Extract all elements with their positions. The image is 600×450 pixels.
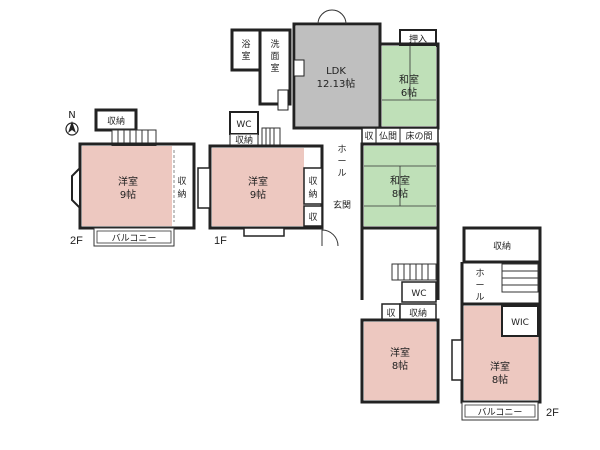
hall-label-1f-2: ー	[337, 157, 346, 167]
compass-north-label: N	[68, 110, 75, 121]
north-compass-icon: N	[65, 110, 79, 136]
lower-room-size: 8帖	[392, 359, 408, 372]
ldk-room	[296, 26, 380, 128]
floor-label-center-1f: 1F	[214, 235, 227, 247]
wc-lower-label: WC	[411, 289, 426, 299]
storage-1f-small-label: 収納	[235, 134, 253, 146]
right2f-storage-label: 収納	[493, 240, 511, 252]
washitsu8-size: 8帖	[392, 187, 408, 200]
left2f-storage-label: 収納	[107, 115, 125, 127]
floor-label-right-2f: 2F	[546, 407, 559, 419]
wc-1f-label: WC	[236, 120, 251, 130]
right2f-hall-3: ル	[475, 293, 484, 303]
lower-room-name: 洋室	[390, 346, 410, 359]
right2f-balcony	[461, 401, 539, 421]
right2f-balcony-label: バルコニー	[478, 407, 523, 418]
bath-label-2: 室	[241, 50, 250, 62]
washitsu-6	[382, 46, 436, 126]
left2f-closet-label-2: 納	[177, 188, 186, 200]
center1f-closet-1: 収	[308, 175, 317, 187]
left2f-room-name: 洋室	[118, 175, 138, 188]
left2f-western-room	[82, 146, 174, 226]
washroom-label-2: 面	[270, 51, 279, 62]
floor-label-left-2f: 2F	[70, 235, 83, 247]
left2f-closet	[172, 146, 192, 226]
ldk-size: 12.13帖	[317, 77, 356, 90]
center1f-closet-2: 納	[308, 188, 317, 200]
shu-label-b: 収	[308, 211, 317, 223]
washitsu6-size: 6帖	[401, 86, 417, 99]
washroom	[258, 28, 292, 106]
washitsu8-label: 和室	[390, 174, 410, 187]
right2f-room-size: 8帖	[492, 373, 508, 386]
storage-lower-label: 収納	[409, 307, 427, 319]
right2f-room-name: 洋室	[490, 360, 510, 373]
hall-label-1f-3: ル	[337, 169, 346, 179]
shu-label-c: 収	[386, 307, 395, 319]
ldk-label: LDK	[326, 66, 346, 77]
left-2f-plan: 収納 バルコニー 洋室 9帖 収 納 2F	[70, 108, 196, 247]
butsuma-label: 仏間	[379, 131, 397, 142]
washroom-label-3: 室	[270, 62, 279, 74]
washroom-label-1: 洗	[270, 38, 279, 50]
hall-label-1f-1: ホ	[337, 144, 346, 155]
center1f-western-room	[212, 148, 304, 226]
center1f-room-name: 洋室	[248, 175, 268, 188]
wic-label-overlay: WIC	[511, 318, 529, 328]
bath-label-1: 浴	[241, 39, 250, 50]
left2f-closet-label-1: 収	[177, 175, 186, 187]
right2f-hall-1: ホ	[475, 268, 484, 279]
entrance-label: 玄関	[333, 199, 351, 211]
right-2f-plan: 収納 ホ ー ル WIC WIC 洋室 8帖 バルコニー 2F	[451, 226, 559, 421]
shu-label-a: 収	[364, 130, 373, 142]
washitsu6-label: 和室	[399, 73, 419, 86]
right2f-hall-2: ー	[475, 281, 484, 291]
oshiire-label: 押入	[409, 33, 427, 45]
center-1f-plan: 浴 室 洗 面 室 LDK 12.13帖 押入 和室 6帖 収 仏間 床の間	[197, 9, 440, 404]
center1f-room-size: 9帖	[250, 188, 266, 201]
left2f-balcony-label: バルコニー	[112, 233, 157, 244]
right2f-storage	[462, 226, 542, 264]
bath-room	[230, 28, 262, 72]
lower-western-room	[364, 322, 436, 400]
left2f-balcony	[93, 227, 175, 247]
tokonoma-label: 床の間	[405, 130, 432, 142]
left2f-room-size: 9帖	[120, 188, 136, 201]
